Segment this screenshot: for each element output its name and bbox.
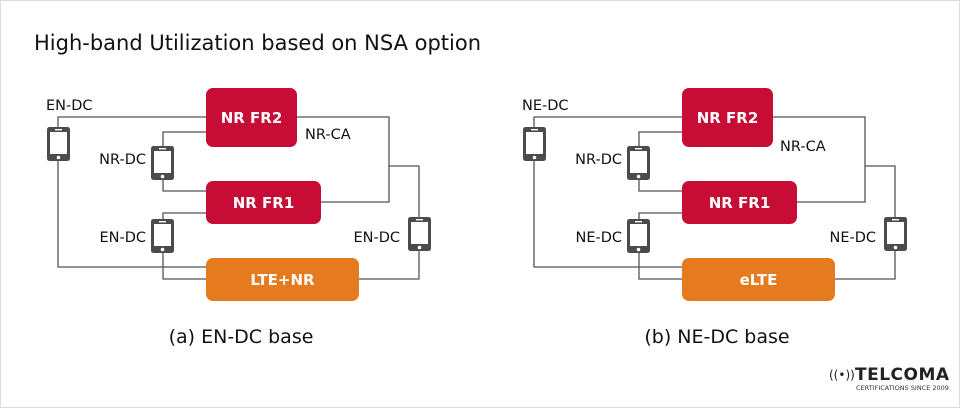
phone-icon: [884, 217, 907, 251]
label-mid: EN-DC: [99, 230, 146, 246]
anchor-box: LTE+NR: [206, 258, 359, 301]
diagram-en-dc: NR FR2 NR FR1 LTE+NR EN-DC NR-CA NR-DC E…: [46, 88, 431, 348]
anchor-label: LTE+NR: [250, 271, 315, 289]
phone-icon: [151, 146, 174, 180]
page-title: High-band Utilization based on NSA optio…: [34, 31, 482, 55]
nr-fr2-label: NR FR2: [221, 109, 283, 127]
diagram-ne-dc: NR FR2 NR FR1 eLTE NE-DC NR-CA NR-DC NE-…: [522, 88, 907, 348]
phone-icon: [408, 217, 431, 251]
label-right: NE-DC: [829, 230, 876, 246]
connection-lines: [533, 116, 896, 280]
phone-icon: [627, 219, 650, 253]
caption: (b) NE-DC base: [644, 326, 789, 348]
caption: (a) EN-DC base: [169, 326, 314, 348]
label-mid: NE-DC: [575, 230, 622, 246]
nr-fr1-box: NR FR1: [682, 181, 797, 224]
nr-fr1-box: NR FR1: [206, 181, 321, 224]
phone-icon: [627, 146, 650, 180]
label-top-left: NE-DC: [522, 98, 569, 114]
phone-icon: [523, 127, 546, 161]
label-nr-ca: NR-CA: [305, 127, 351, 143]
label-nr-ca: NR-CA: [780, 139, 826, 155]
label-top-left: EN-DC: [46, 98, 93, 114]
logo-name: TELCOMA: [855, 365, 950, 385]
connection-lines: [57, 116, 420, 280]
phone-icon: [151, 219, 174, 253]
logo-tagline: CERTIFICATIONS SINCE 2009: [856, 384, 949, 392]
anchor-box: eLTE: [682, 258, 835, 301]
label-right: EN-DC: [353, 230, 400, 246]
broadcast-waves-icon: ((•)): [829, 368, 855, 382]
nr-fr1-label: NR FR1: [709, 194, 771, 212]
nr-fr2-label: NR FR2: [697, 109, 759, 127]
label-nr-dc: NR-DC: [575, 152, 622, 168]
nr-fr2-box: NR FR2: [682, 88, 773, 147]
nr-fr1-label: NR FR1: [233, 194, 295, 212]
label-nr-dc: NR-DC: [99, 152, 146, 168]
anchor-label: eLTE: [740, 271, 778, 289]
phone-icon: [47, 127, 70, 161]
nr-fr2-box: NR FR2: [206, 88, 297, 147]
